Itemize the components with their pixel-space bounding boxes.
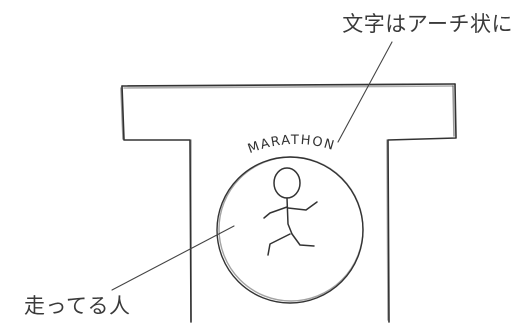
arch-text-annotation: 文字はアーチ状に bbox=[342, 12, 513, 36]
emblem-circle bbox=[216, 156, 364, 304]
runner-leader-line bbox=[111, 225, 235, 291]
runner-left-arm bbox=[263, 206, 288, 219]
runner-right-leg bbox=[291, 233, 315, 247]
runner-annotation: 走ってる人 bbox=[24, 294, 131, 318]
marathon-arched-text: MARATHON bbox=[246, 133, 337, 157]
runner-figure bbox=[263, 167, 318, 256]
arch-leader-line bbox=[337, 41, 393, 143]
tshirt-outline bbox=[120, 83, 457, 323]
runner-right-arm bbox=[287, 201, 318, 211]
runner-body bbox=[286, 197, 293, 235]
runner-left-leg bbox=[267, 233, 291, 256]
marathon-text: MARATHON bbox=[246, 133, 336, 157]
runner-head bbox=[273, 167, 301, 199]
leader-lines bbox=[111, 41, 393, 291]
